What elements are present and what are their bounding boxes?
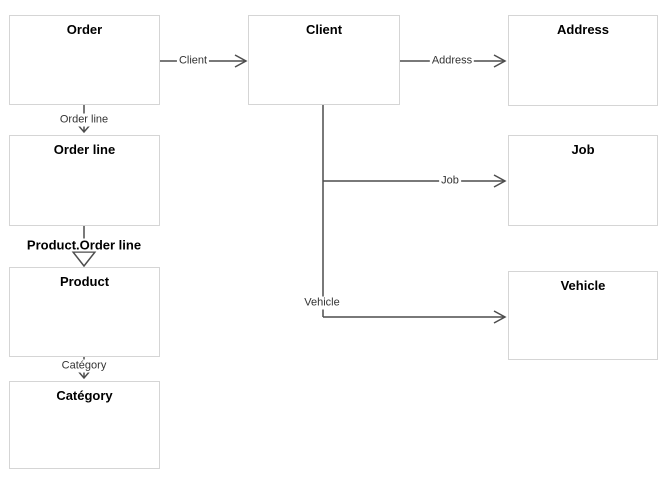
edge-label-client: Client [176,54,210,68]
node-job-title: Job [571,142,595,157]
edge-label-order-line: Order line [57,113,111,127]
node-vehicle[interactable]: Vehicle [508,271,658,360]
node-address[interactable]: Address [508,15,658,106]
node-category[interactable]: Catégory [9,381,160,469]
node-category-title: Catégory [56,388,113,403]
edge-label-vehicle: Vehicle [302,296,342,310]
connector-order-orderline-arrowhead [77,124,91,134]
node-order-title: Order [66,22,103,37]
node-order-line-title: Order line [53,142,116,157]
node-product-title: Product [59,274,110,289]
node-client[interactable]: Client [248,15,400,105]
connector-order-client-arrowhead [234,54,248,68]
connector-client-job-arrowhead [493,174,507,188]
edge-label-product-order-line: Product.Order line [24,237,144,253]
node-job[interactable]: Job [508,135,658,226]
node-order-line[interactable]: Order line [9,135,160,226]
node-order[interactable]: Order [9,15,160,105]
node-product[interactable]: Product [9,267,160,357]
edge-label-job: Job [439,174,461,188]
connector-orderline-product-triangle-arrowhead [71,251,97,268]
node-client-title: Client [305,22,343,37]
connector-client-vehicle [323,310,507,324]
edge-label-address: Address [429,54,475,68]
connector-product-category-arrowhead [77,370,91,380]
connector-client-vehicle-arrowhead [493,310,507,324]
edge-label-category: Catégory [59,359,109,373]
node-vehicle-title: Vehicle [560,278,606,293]
connector-client-job [323,174,507,188]
connector-client-address-arrowhead [493,54,507,68]
node-address-title: Address [556,22,610,37]
